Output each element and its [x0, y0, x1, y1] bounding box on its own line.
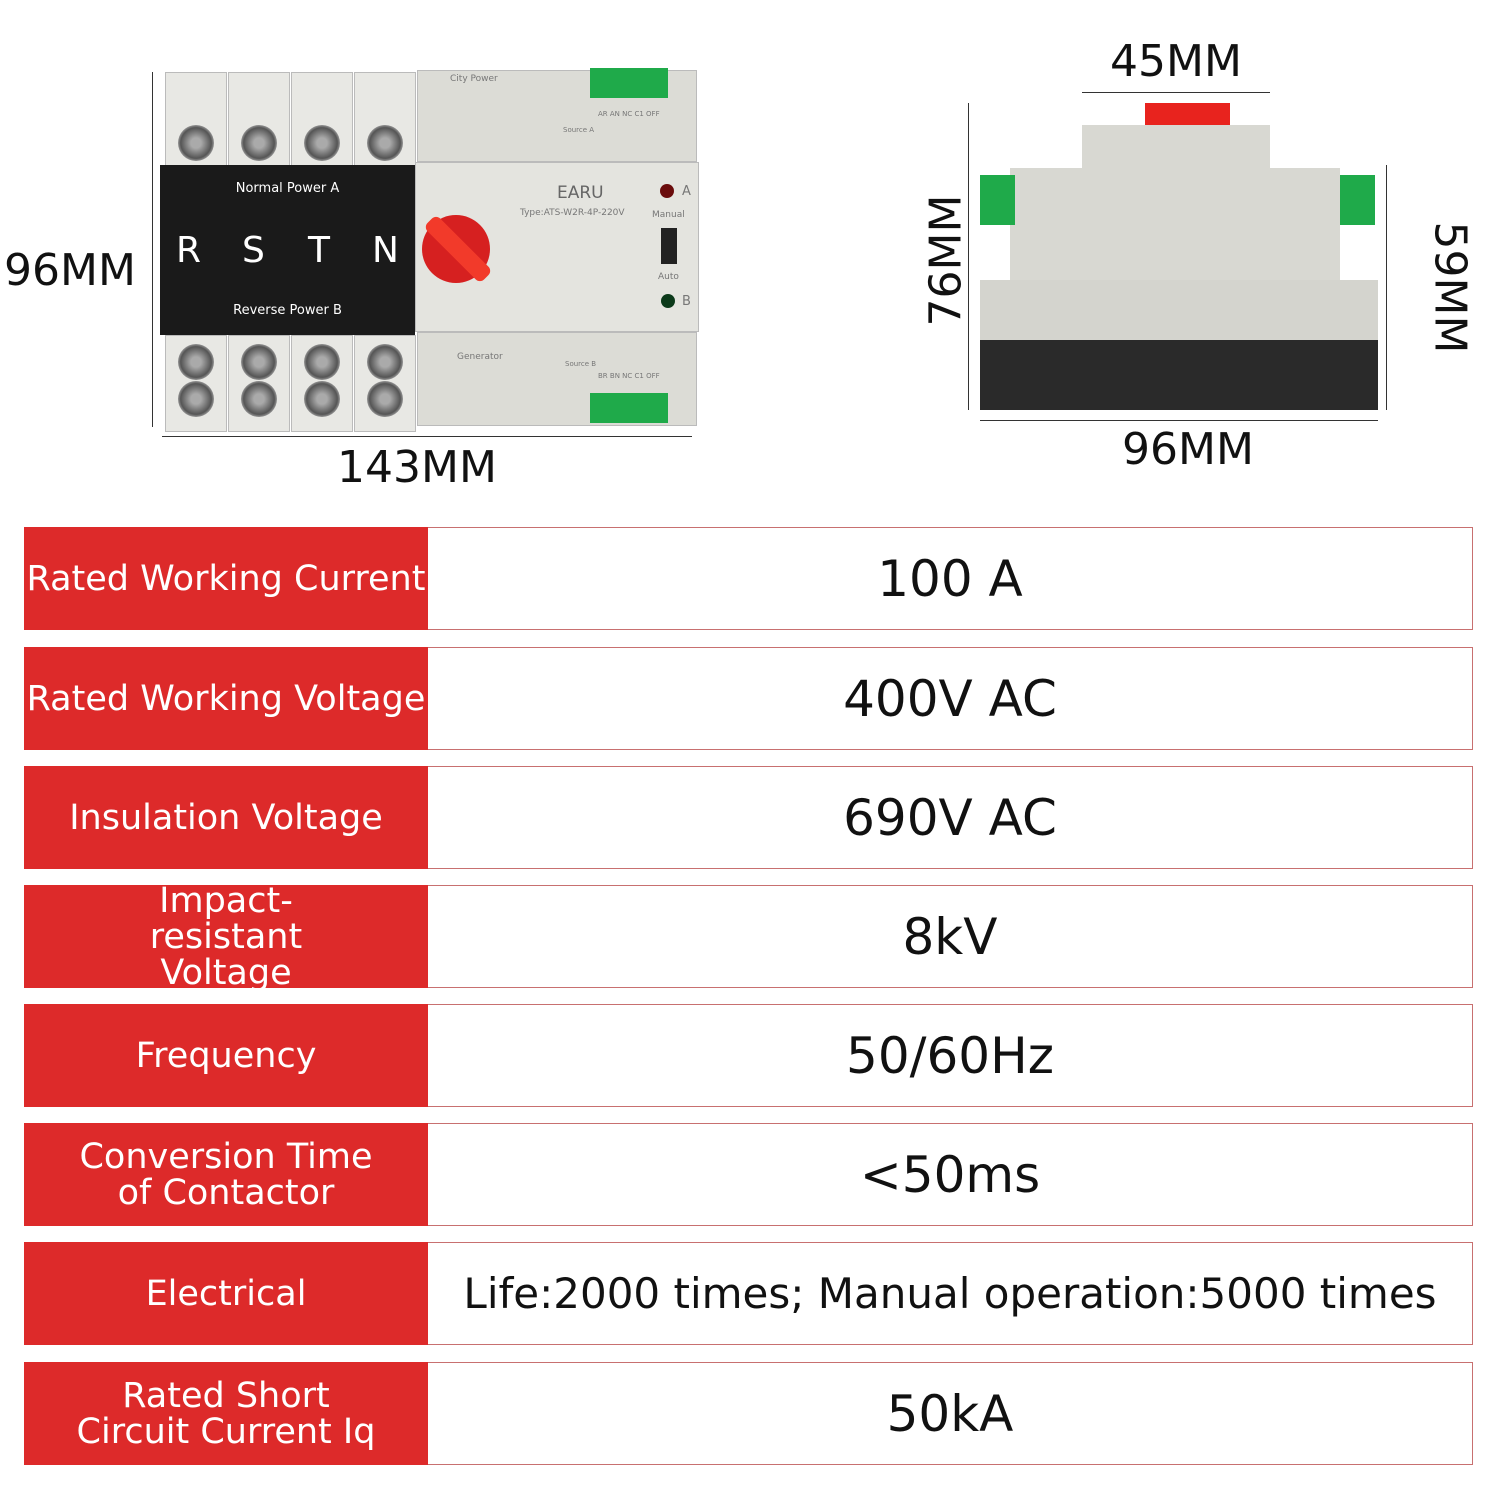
side-height-label: 76MM	[920, 194, 972, 327]
spec-label: Rated Short Circuit Current Iq	[24, 1362, 428, 1465]
side-top-label: 45MM	[1110, 36, 1242, 87]
handle-icon	[1145, 103, 1230, 127]
indicator-a-label: A	[682, 184, 691, 199]
terminal-block-icon	[590, 393, 668, 423]
spec-label: Frequency	[24, 1004, 428, 1107]
indicator-a-icon	[660, 184, 674, 198]
phase-panel: Normal Power A R S T N Reverse Power B	[160, 165, 415, 335]
indicator-b-icon	[661, 294, 675, 308]
brand-label: EARU	[557, 183, 604, 203]
spec-row: Conversion Time of Contactor<50ms	[24, 1123, 1474, 1226]
dimension-line	[162, 436, 692, 437]
phase-r: R	[176, 230, 202, 271]
mode-switch[interactable]	[661, 228, 677, 264]
terminal-block-icon	[590, 68, 668, 98]
city-power-label: City Power	[450, 74, 498, 84]
spec-value: 690V AC	[428, 766, 1473, 869]
dimension-line	[980, 420, 1378, 421]
spec-label: Rated Working Voltage	[24, 647, 428, 750]
spec-label: Rated Working Current	[24, 527, 428, 630]
spec-value: 8kV	[428, 885, 1473, 988]
front-width-label: 143MM	[337, 442, 497, 493]
spec-value: Life:2000 times; Manual operation:5000 t…	[428, 1242, 1473, 1345]
phase-s: S	[242, 230, 265, 271]
source-b-label: Source B	[565, 360, 597, 368]
auto-label: Auto	[658, 272, 679, 282]
spec-label: Conversion Time of Contactor	[24, 1123, 428, 1226]
spec-value: 50/60Hz	[428, 1004, 1473, 1107]
dimension-line	[1386, 165, 1387, 410]
panel-bottom-label: Reverse Power B	[233, 303, 342, 318]
front-height-label: 96MM	[4, 245, 136, 296]
generator-label: Generator	[457, 352, 503, 362]
side-right-label: 59MM	[1424, 221, 1476, 354]
manual-label: Manual	[652, 210, 685, 220]
indicator-b-label: B	[682, 294, 691, 309]
dimension-line	[1082, 92, 1270, 93]
spec-value: 400V AC	[428, 647, 1473, 750]
side-width-label: 96MM	[1122, 424, 1254, 475]
type-label: Type:ATS-W2R-4P-220V	[520, 208, 625, 218]
dimension-line	[152, 72, 153, 427]
terminals-bottom: BR BN NC C1 OFF	[598, 372, 660, 380]
panel-top-label: Normal Power A	[235, 181, 340, 196]
phase-n: N	[372, 230, 399, 271]
terminal-block-icon	[1340, 175, 1375, 225]
spec-value: <50ms	[428, 1123, 1473, 1226]
spec-label: Impact-resistant Voltage	[24, 883, 428, 991]
source-a-label: Source A	[563, 126, 595, 134]
spec-value: 50kA	[428, 1362, 1473, 1465]
dimension-line	[968, 103, 969, 410]
spec-label: Insulation Voltage	[24, 766, 428, 869]
phase-t: T	[308, 230, 330, 271]
terminal-block-icon	[980, 175, 1015, 225]
spec-value: 100 A	[428, 527, 1473, 630]
terminals-top: AR AN NC C1 OFF	[598, 110, 660, 118]
spec-label: Electrical	[24, 1242, 428, 1345]
